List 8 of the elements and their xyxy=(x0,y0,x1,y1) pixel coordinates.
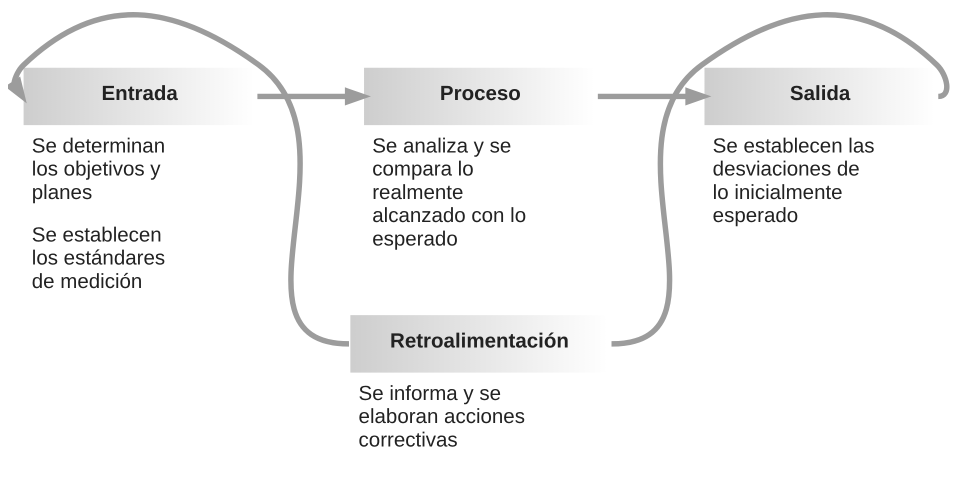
node-label: Se analiza y se compara lo realmente alcanzado con lo esperado xyxy=(372,134,526,250)
node-label: Se establecen los estándares de medición xyxy=(32,222,166,292)
connector xyxy=(611,12,950,346)
node-label: Se determinan los objetivos y planes xyxy=(32,134,166,204)
arrow xyxy=(598,86,712,106)
node-label: Se informa y se elaboran acciones correctivas xyxy=(358,381,525,451)
arrow xyxy=(8,12,350,346)
node-label: Se establecen las desviaciones de lo inicialmente esperado xyxy=(712,134,875,227)
